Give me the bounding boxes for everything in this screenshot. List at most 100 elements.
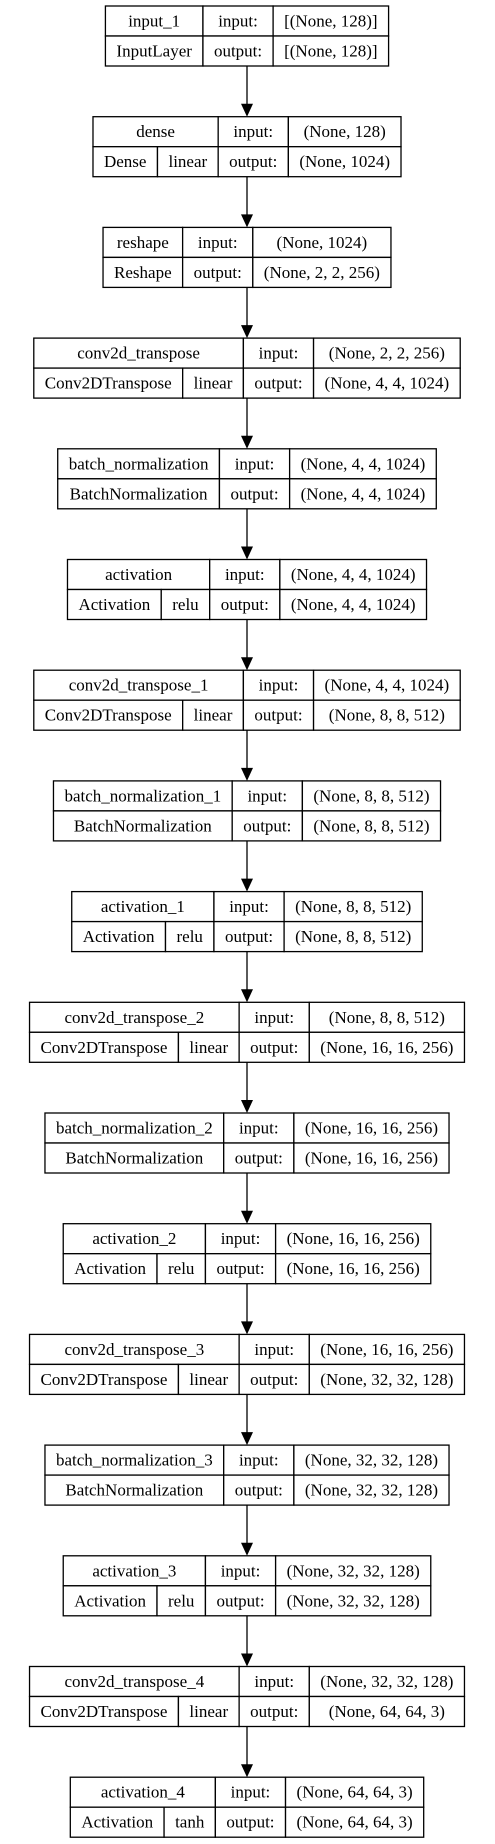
input-port-label: input:: [231, 1783, 271, 1802]
edge-arrow: [241, 1726, 253, 1778]
output-port-cell: [242, 367, 315, 399]
output-port-label: output:: [235, 1481, 283, 1500]
layer-activation: linear: [168, 152, 207, 171]
output-port-label: output:: [254, 706, 302, 725]
layer-class-cell: [62, 1585, 158, 1617]
input-shape: (None, 4, 4, 1024): [291, 565, 416, 584]
layer-class: BatchNormalization: [74, 816, 212, 835]
input-port-cell: [238, 1001, 310, 1033]
input-shape: (None, 16, 16, 256): [320, 1340, 453, 1359]
layer-name-cell: [44, 1444, 225, 1476]
input-shape: (None, 4, 4, 1024): [325, 676, 450, 695]
input-shape-cell: [283, 890, 423, 923]
output-port-label: output:: [229, 152, 277, 171]
edge-arrow: [241, 730, 253, 781]
edge-arrow: [241, 619, 253, 671]
layer-class-cell: [69, 1806, 165, 1838]
output-shape-cell: [288, 478, 437, 510]
layer-name: dense: [136, 122, 175, 141]
input-shape: (None, 8, 8, 512): [295, 897, 411, 916]
input-port-label: input:: [259, 676, 299, 695]
output-port-cell: [217, 146, 290, 178]
output-shape-cell: [308, 1363, 466, 1396]
layer-class-cell: [33, 367, 184, 399]
output-port-cell: [242, 699, 315, 731]
input-port-label: input:: [218, 12, 258, 31]
input-shape: (None, 128): [304, 122, 386, 141]
output-port-label: output:: [194, 263, 242, 282]
activation-cell: [156, 1585, 207, 1617]
output-shape-cell: [272, 35, 390, 67]
output-port-label: output:: [235, 1149, 283, 1168]
layer-class-cell: [102, 256, 184, 289]
output-port-label: output:: [250, 1038, 298, 1057]
input-port-label: input:: [233, 122, 273, 141]
input-port-cell: [231, 780, 304, 812]
input-port-cell: [238, 1333, 310, 1366]
input-port-cell: [223, 1112, 295, 1144]
layer-class: Conv2DTranspose: [41, 1702, 168, 1721]
output-port-cell: [214, 1806, 287, 1838]
output-port-label: output:: [214, 42, 262, 61]
output-shape: (None, 16, 16, 256): [305, 1149, 438, 1168]
output-shape: (None, 8, 8, 512): [295, 927, 411, 946]
input-port-label: input:: [254, 1008, 294, 1027]
edge-arrow: [241, 1394, 253, 1446]
layer-activation: relu: [172, 595, 199, 614]
output-port-cell: [231, 810, 304, 842]
layer-class: BatchNormalization: [65, 1149, 203, 1168]
layer-class: Conv2DTranspose: [41, 1038, 168, 1057]
layer-activation: linear: [189, 1038, 228, 1057]
output-port-label: output:: [250, 1702, 298, 1721]
input-port-label: input:: [247, 786, 287, 805]
layer-activation: linear: [189, 1370, 228, 1389]
input-shape-cell: [274, 1223, 432, 1255]
input-shape-cell: [301, 780, 442, 812]
output-shape: (None, 16, 16, 256): [320, 1038, 453, 1057]
output-shape-cell: [308, 1695, 466, 1728]
input-port-label: input:: [221, 1229, 261, 1248]
layer-class: InputLayer: [116, 42, 192, 61]
layer-name-cell: [28, 1665, 240, 1698]
input-shape: (None, 64, 64, 3): [297, 1783, 413, 1802]
output-port-cell: [202, 35, 274, 67]
layer-class: Activation: [74, 1259, 146, 1278]
layer-name-cell: [57, 448, 221, 480]
layer-activation: linear: [194, 706, 233, 725]
layer-name: conv2d_transpose_4: [64, 1672, 204, 1691]
layer-class: Reshape: [114, 263, 172, 282]
input-port-label: input:: [225, 565, 265, 584]
output-shape-cell: [308, 1031, 466, 1063]
layer-class: Activation: [81, 1813, 153, 1832]
layer-name-cell: [102, 226, 184, 259]
input-shape-cell: [308, 1665, 466, 1698]
layer-class: Conv2DTranspose: [45, 706, 172, 725]
input-shape: (None, 1024): [277, 233, 368, 252]
input-shape-cell: [312, 669, 461, 701]
output-port-label: output:: [216, 1591, 264, 1610]
edge-arrow: [241, 1062, 253, 1113]
layer-class: Dense: [104, 152, 146, 171]
layer-class: Conv2DTranspose: [41, 1370, 168, 1389]
output-port-cell: [238, 1695, 310, 1728]
input-shape: [(None, 128)]: [284, 12, 377, 31]
input-port-label: input:: [229, 897, 269, 916]
input-shape: (None, 32, 32, 128): [305, 1451, 438, 1470]
layer-class-cell: [92, 146, 159, 178]
output-shape: (None, 4, 4, 1024): [325, 374, 450, 393]
layer-name: reshape: [117, 233, 169, 252]
output-port-cell: [218, 478, 291, 510]
input-port-label: input:: [239, 1451, 279, 1470]
activation-cell: [177, 1031, 240, 1063]
output-shape: (None, 4, 4, 1024): [301, 484, 426, 503]
